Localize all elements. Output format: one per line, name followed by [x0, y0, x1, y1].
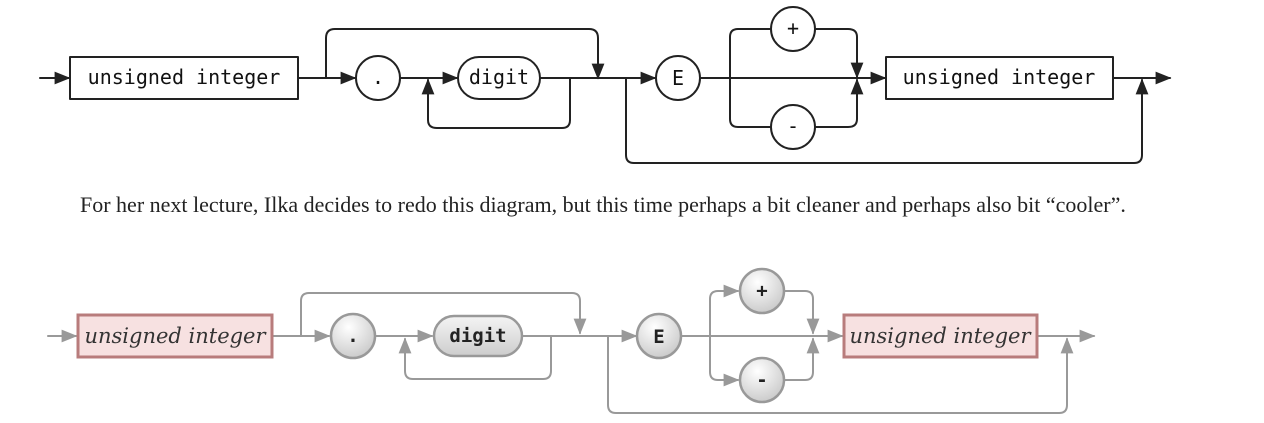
clean-exponent-bypass — [607, 335, 1074, 414]
rough-unsigned-integer-box-1 — [69, 56, 299, 100]
clean-unsigned-integer-label-1: unsigned integer — [84, 324, 267, 348]
rough-minus-return — [814, 78, 864, 128]
clean-plus-node — [738, 267, 786, 315]
rough-plus-return — [814, 28, 864, 79]
rough-minus-label: - — [787, 114, 799, 138]
rough-plus-label: + — [787, 16, 799, 40]
rough-digit-node — [457, 56, 541, 100]
rough-exponent-label: E — [672, 66, 684, 90]
clean-dot-node — [329, 312, 377, 360]
body-paragraph: For her next lecture, Ilka decides to re… — [80, 192, 1126, 217]
clean-digit-label: digit — [449, 325, 506, 347]
rough-fraction-bypass — [325, 28, 605, 80]
clean-plus-label: + — [756, 280, 767, 302]
clean-plus-return — [783, 290, 820, 335]
clean-minus-branch — [709, 335, 740, 387]
rough-unsigned-integer-label-1: unsigned integer — [88, 65, 281, 89]
rough-diagram — [39, 6, 1172, 164]
rough-dot-node — [355, 55, 401, 101]
clean-fraction-bypass — [300, 292, 587, 337]
clean-exponent-label: E — [653, 326, 664, 348]
clean-unsigned-integer-label-2: unsigned integer — [849, 324, 1032, 348]
clean-digit-node — [432, 314, 524, 358]
clean-minus-node — [738, 356, 786, 404]
rough-digit-label: digit — [469, 65, 529, 89]
clean-minus-return — [783, 337, 820, 381]
rough-unsigned-integer-box-2 — [885, 56, 1114, 100]
rough-plus-branch — [729, 28, 771, 79]
rough-unsigned-integer-label-2: unsigned integer — [903, 65, 1096, 89]
rough-exponent-bypass — [625, 77, 1149, 164]
rough-minus-branch — [729, 77, 771, 128]
clean-diagram — [47, 284, 1096, 414]
rough-dot-label: . — [372, 65, 384, 89]
rough-plus-node — [770, 6, 816, 52]
clean-unsigned-integer-box-2 — [842, 313, 1039, 359]
rough-digit-loop — [421, 77, 571, 129]
clean-exponent-node — [635, 312, 683, 360]
clean-minus-label: - — [756, 369, 767, 391]
rough-exponent-node — [655, 55, 701, 101]
clean-unsigned-integer-box-1 — [76, 313, 274, 359]
clean-dot-label: . — [347, 325, 358, 347]
clean-plus-branch — [709, 284, 740, 337]
clean-digit-loop — [398, 335, 552, 380]
rough-minus-node — [770, 104, 816, 150]
